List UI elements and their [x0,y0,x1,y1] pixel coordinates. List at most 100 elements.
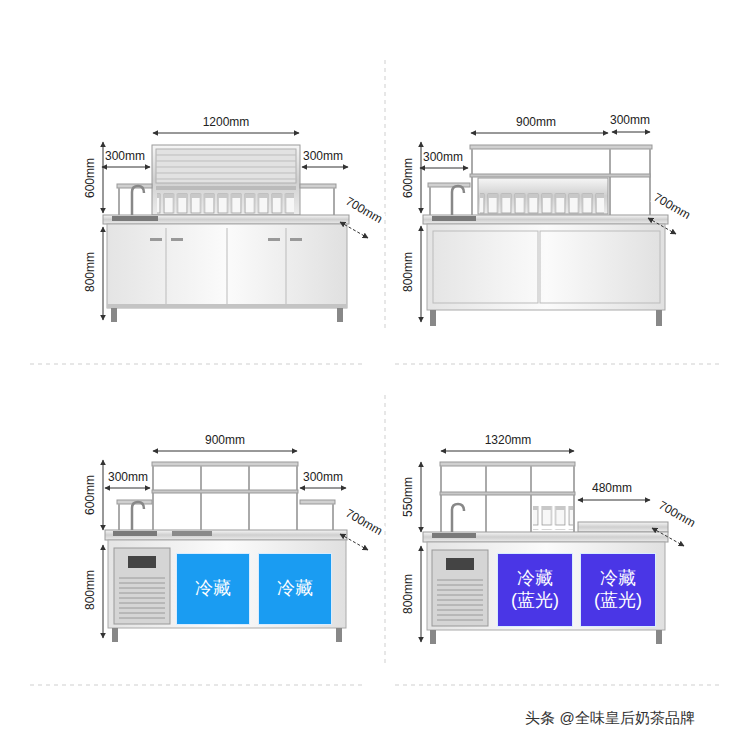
door-label: 冷藏 (蓝光) [587,568,649,611]
dimension-arrow [103,545,104,638]
counter-illustration [290,238,302,241]
counter-illustration [432,550,488,626]
counter-illustration [114,548,170,624]
dimension-label: 480mm [591,481,633,495]
dimension-arrow [612,132,650,133]
counter-illustration [132,502,144,530]
counter-illustration [156,186,296,190]
counter-illustration [423,462,668,644]
counter-illustration [656,630,662,644]
dimension-arrow [420,132,676,322]
fridge-door: 冷藏 (蓝光) [497,553,573,627]
dimension-arrow [340,222,368,238]
counter-illustration [441,466,574,532]
counter-illustration [478,178,608,214]
counter-illustration [423,145,668,326]
counter-illustration [430,630,436,644]
counter-illustration [152,490,298,493]
dimension-label: 700mm [342,505,385,538]
divider-line [385,60,386,330]
door-label: 冷藏 [182,578,244,600]
dimension-arrow [421,546,422,642]
counter-illustration [433,231,538,303]
counter-illustration [432,216,476,221]
dimension-arrow [302,167,348,168]
dimension-arrow [652,528,684,546]
dimension-label: 600mm [83,157,97,199]
door-label: 冷藏 (蓝光) [504,568,566,611]
divider-line [30,60,720,685]
counter-illustration [440,492,575,495]
dimension-arrow [102,167,150,168]
counter-illustration [656,310,662,326]
dimension-arrow [153,451,297,452]
counter-illustration [423,532,668,542]
dimension-label: 800mm [401,251,415,293]
fridge-door: 冷藏 [258,553,332,625]
divider-line [385,395,386,665]
counter-illustration [423,215,668,224]
dimension-arrow [103,451,368,638]
counter-illustration [156,149,296,183]
counter-illustration [332,504,334,530]
dimension-label: 1320mm [484,433,533,447]
dimension-label: 300mm [104,149,146,163]
dimension-arrow [421,462,422,532]
dimension-arrow [300,488,346,489]
dimension-label: 300mm [302,470,344,484]
counter-illustration [540,231,660,303]
counter-illustration [152,145,300,215]
counter-illustration [470,174,650,177]
divider-line [395,364,720,365]
dimension-label: 900mm [204,433,246,447]
dimension-label: 300mm [422,150,464,164]
dimension-label: 600mm [83,474,97,516]
dimension-label: 600mm [401,157,415,199]
counter-illustration [430,310,436,326]
dimension-arrow [578,500,650,501]
dimension-label: 900mm [515,115,557,129]
counter-illustration [480,190,604,214]
dimension-label: 300mm [302,149,344,163]
counter-illustration [153,466,297,530]
counter-illustration [300,500,335,504]
counter-illustration [132,186,144,215]
counter-illustration [107,304,347,308]
door-label: 冷藏 [264,578,326,600]
dimension-label: 800mm [83,251,97,293]
counter-illustration [452,186,464,215]
counter-illustration [427,224,665,310]
dimension-arrow [420,168,468,169]
counter-illustration [336,628,342,642]
counter-illustration [470,145,652,149]
dimension-label: 300mm [107,470,149,484]
counter-illustration [152,462,298,466]
counter-illustration [427,542,665,630]
counter-illustration [103,145,349,322]
counter-illustration [472,149,650,215]
fridge-door: 冷藏 [176,553,250,625]
counter-illustration [268,238,280,241]
counter-illustration [452,504,464,532]
counter-illustration [150,238,162,241]
dimension-label: 800mm [401,573,415,615]
counter-illustration [333,188,335,215]
counter-illustration [172,531,212,536]
divider-line [395,685,720,686]
dimension-arrow [421,226,422,322]
counter-illustration [437,580,483,620]
counter-illustration [118,504,120,530]
dimension-label: 300mm [609,113,651,127]
dimension-label: 550mm [401,476,415,518]
counter-illustration [112,628,118,642]
dimension-label: 1200mm [202,115,251,129]
counter-illustration [533,506,573,530]
dimension-arrow [340,534,368,550]
counter-illustration [432,533,476,538]
counter-illustration [103,215,349,224]
counter-illustration [156,155,296,179]
counter-illustration [105,530,347,540]
dimension-label: 800mm [83,569,97,611]
dimension-arrow [103,227,104,320]
